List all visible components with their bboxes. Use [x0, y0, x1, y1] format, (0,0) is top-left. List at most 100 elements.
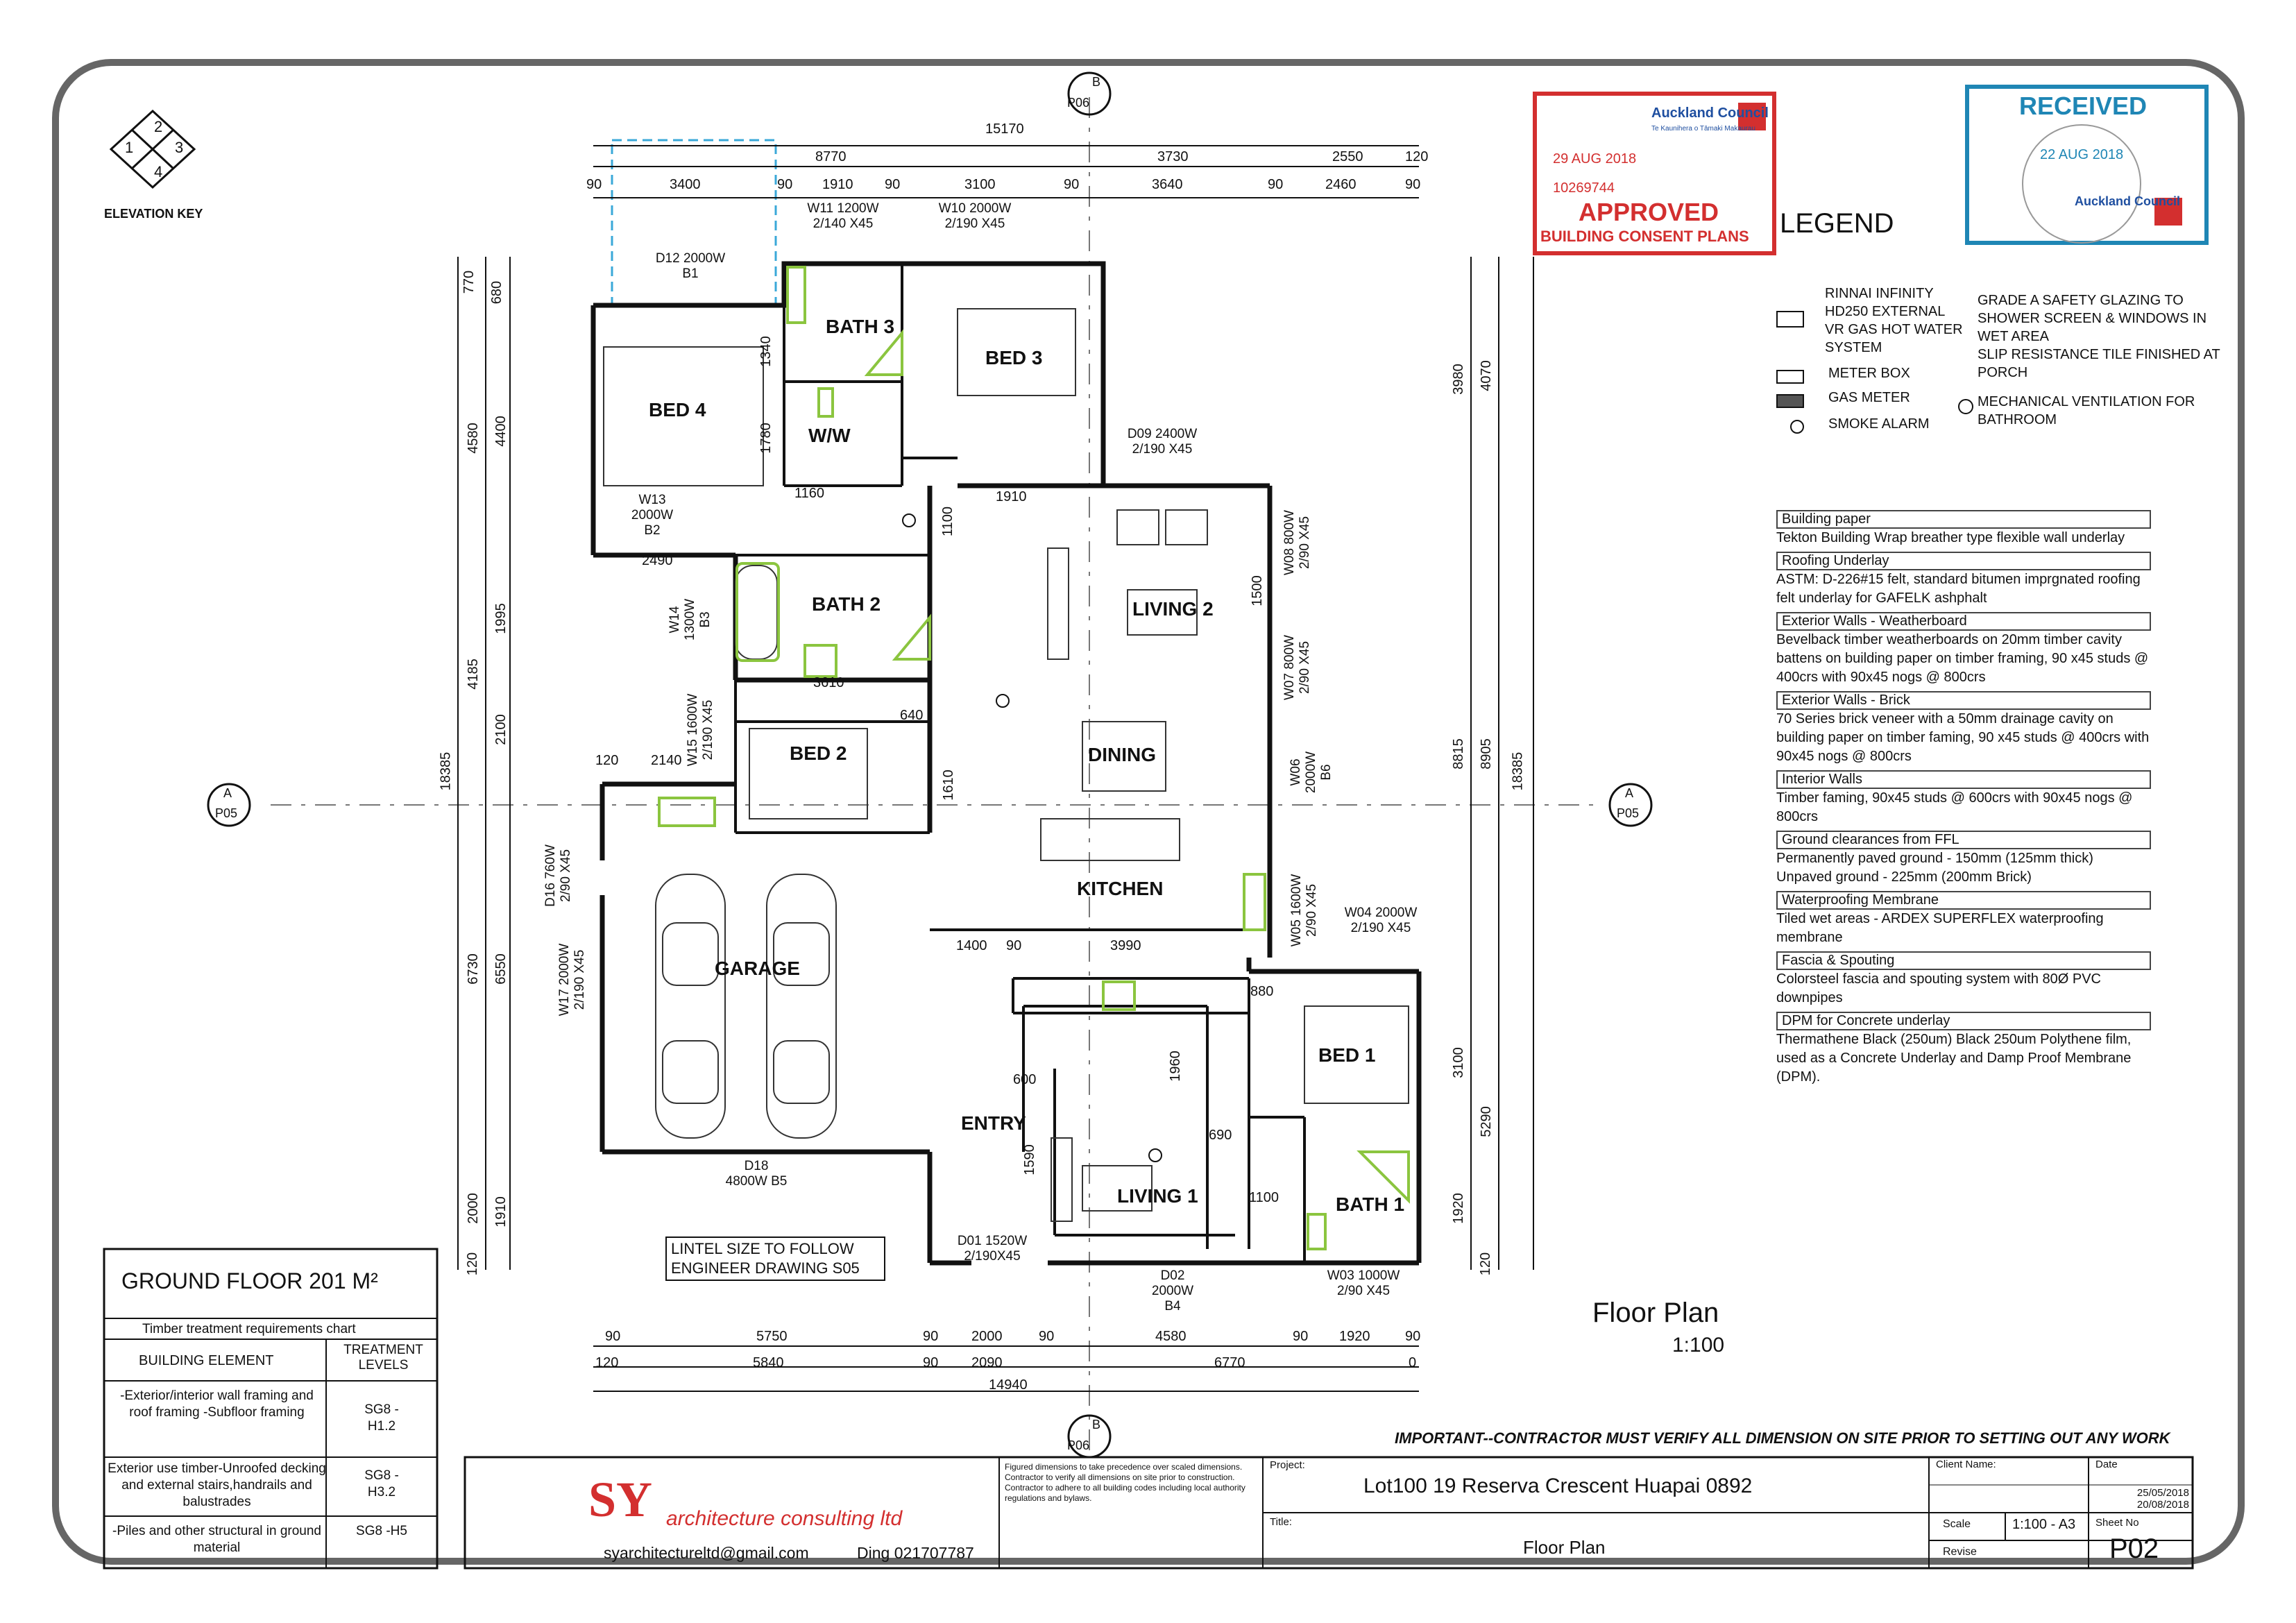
sheet-number: P02: [2109, 1533, 2159, 1564]
ground-floor-area: GROUND FLOOR 201 M²: [121, 1268, 378, 1293]
dim-top2-5: 3100: [964, 177, 996, 192]
spec-b-4: Timber faming, 90x45 studs @ 600crs with…: [1776, 790, 2133, 824]
elev-num-2: 2: [154, 118, 163, 135]
dim-right-b-3: 120: [1478, 1252, 1494, 1276]
dim-int-1400: 1400: [956, 938, 987, 953]
dim-bot-2: 90: [923, 1329, 939, 1344]
project-name: Lot100 19 Reserva Crescent Huapai 0892: [1363, 1475, 1753, 1497]
gas-meter-icon: [1776, 394, 1804, 408]
dim-int-1160: 1160: [794, 486, 825, 501]
room-dining: DINING: [1088, 744, 1156, 765]
section-a-right: A: [1625, 786, 1634, 800]
elev-num-4: 4: [154, 163, 163, 180]
legend-title: LEGEND: [1780, 208, 1894, 239]
drawing-title: Floor Plan: [1523, 1537, 1606, 1558]
approved-subtitle: BUILDING CONSENT PLANS: [1540, 228, 1749, 245]
dim-top2-0: 90: [586, 177, 602, 192]
dim-int-640: 640: [900, 708, 924, 723]
hot-water-icon: [1776, 311, 1804, 328]
dim-bot-4: 90: [1039, 1329, 1055, 1344]
spec-b-8: Thermathene Black (250um) Black 250um Po…: [1776, 1032, 2132, 1085]
legend-item-smoke-alarm: SMOKE ALARM: [1828, 416, 1930, 432]
dim-bot-1: 5750: [756, 1329, 788, 1344]
timber-row-2-level: SG8 -H5: [356, 1524, 407, 1538]
approved-council: Auckland Council: [1651, 105, 1769, 121]
dim-top2-4: 90: [885, 177, 901, 192]
approved-stamp-frame: [1533, 92, 1776, 255]
dim-bot2-5: 0: [1409, 1355, 1417, 1370]
room-bath2: BATH 2: [812, 593, 881, 615]
dim-top-2550: 2550: [1332, 149, 1363, 164]
dim-bot-total: 14940: [989, 1377, 1028, 1393]
section-p06-top: P06: [1067, 96, 1090, 110]
opening-w14: W14 1300W B3: [667, 598, 713, 641]
dim-left-a-3: 6730: [465, 953, 481, 985]
section-p05-left: P05: [215, 806, 238, 820]
dim-bot-7: 1920: [1339, 1329, 1370, 1344]
spec-b-3: 70 Series brick veneer with a 50mm drain…: [1776, 711, 2150, 764]
section-b-top: B: [1092, 75, 1101, 89]
spec-h-7: Fascia & Spouting: [1776, 951, 2151, 970]
room-living1: LIVING 1: [1117, 1185, 1198, 1207]
dim-top2-1: 3400: [670, 177, 701, 192]
room-living2: LIVING 2: [1132, 598, 1214, 620]
sheet-label: Sheet No: [2095, 1517, 2139, 1529]
client-label: Client Name:: [1936, 1459, 1996, 1470]
dim-bot2-1: 5840: [753, 1355, 784, 1370]
dim-int-1590: 1590: [1021, 1144, 1037, 1175]
legend-right-tile: SLIP RESISTANCE TILE FINISHED AT PORCH: [1978, 347, 2220, 380]
dates-value: 25/05/2018 20/08/2018: [2136, 1487, 2189, 1511]
dim-bot-5: 4580: [1155, 1329, 1187, 1344]
title-label: Title:: [1270, 1516, 1292, 1528]
timber-row-0-element: -Exterior/interior wall framing and roof…: [120, 1388, 314, 1420]
timber-row-1-level: SG8 -H3.2: [364, 1468, 399, 1499]
dim-left-b-7: 2100: [493, 714, 509, 745]
opening-w07: W07 800W 2/90 X45: [1282, 635, 1312, 700]
approved-date: 29 AUG 2018: [1553, 151, 1637, 167]
scale-label: Scale: [1943, 1518, 1971, 1530]
opening-w05: W05 1600W 2/90 X45: [1289, 874, 1319, 947]
elev-num-3: 3: [175, 139, 184, 156]
room-ww: W/W: [808, 425, 851, 446]
opening-w04: W04 2000W 2/190 X45: [1344, 906, 1418, 935]
dim-top2-10: 90: [1405, 177, 1421, 192]
room-entry: ENTRY: [961, 1112, 1026, 1134]
legend-item-hot-water: RINNAI INFINITY HD250 EXTERNAL VR GAS HO…: [1825, 286, 1963, 355]
room-kitchen: KITCHEN: [1077, 878, 1164, 899]
timber-chart-title: Timber treatment requirements chart: [142, 1322, 356, 1336]
dim-int-1100b: 1100: [1249, 1190, 1279, 1205]
opening-d16: D16 760W 2/90 X45: [543, 844, 573, 907]
dim-right-b-0: 4070: [1478, 360, 1494, 391]
opening-w08: W08 800W 2/90 X45: [1282, 510, 1312, 575]
spec-b-0: Tekton Building Wrap breather type flexi…: [1776, 530, 2125, 545]
dim-right-a-5: 3100: [1450, 1047, 1466, 1078]
dim-left-a-1: 4580: [465, 423, 481, 454]
dim-left-b-3: 4400: [493, 416, 509, 447]
dim-top-3730: 3730: [1157, 149, 1189, 164]
legend-right-ventilation: MECHANICAL VENTILATION FOR BATHROOM: [1978, 394, 2195, 427]
dim-left-b-9: 6550: [493, 953, 509, 985]
dim-int-690: 690: [1209, 1128, 1232, 1143]
legend-item-gas-meter: GAS METER: [1828, 390, 1910, 405]
opening-d09: D09 2400W 2/190 X45: [1127, 427, 1198, 457]
opening-w06: W06 2000W B6: [1289, 751, 1334, 794]
dim-left-total: 18385: [438, 751, 454, 791]
dim-bot2-2: 90: [923, 1355, 939, 1370]
lintel-note: LINTEL SIZE TO FOLLOW ENGINEER DRAWING S…: [671, 1240, 860, 1277]
section-p06-bottom: P06: [1067, 1438, 1090, 1452]
revise-label: Revise: [1943, 1546, 1977, 1558]
received-title: RECEIVED: [2019, 92, 2148, 120]
company-contact: Ding 021707787: [857, 1544, 974, 1562]
dim-left-a-4: 2000: [465, 1193, 481, 1224]
timber-row-2-element: -Piles and other structural in ground ma…: [112, 1524, 321, 1555]
project-label: Project:: [1270, 1459, 1305, 1471]
room-bed3: BED 3: [985, 347, 1043, 368]
dim-int-2140: 2140: [651, 753, 682, 768]
room-garage: GARAGE: [715, 958, 800, 979]
section-a-left: A: [223, 786, 232, 800]
section-b-bottom: B: [1092, 1418, 1101, 1431]
dim-int-3610: 3610: [813, 675, 844, 690]
dim-left-b-1: 680: [489, 280, 505, 305]
